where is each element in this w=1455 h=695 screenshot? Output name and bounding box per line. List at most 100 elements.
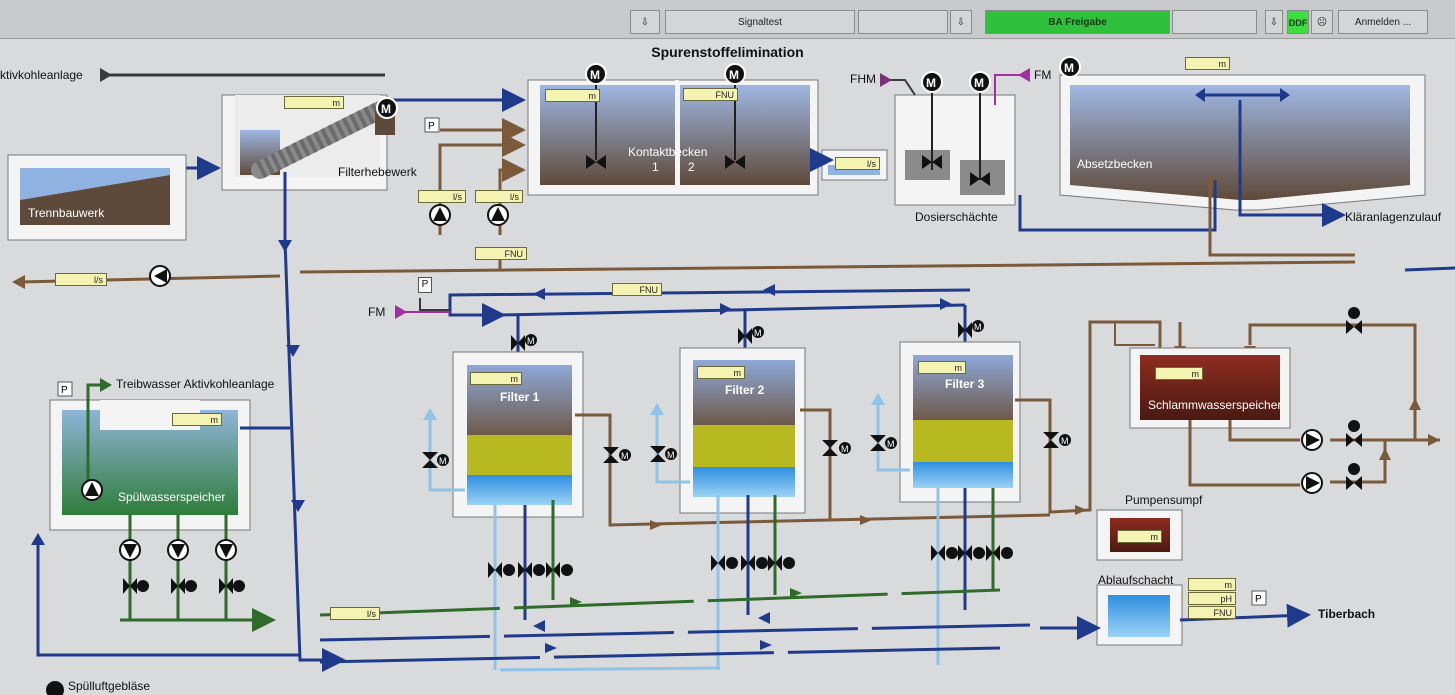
schlamm-pump-2-icon[interactable] xyxy=(1301,472,1323,494)
arrow-down-icon-2[interactable]: ⇩ xyxy=(1265,10,1283,34)
label-fm-mid: FM xyxy=(368,305,386,319)
label-fm-top: FM xyxy=(1034,68,1052,82)
spuel-pump-3-icon[interactable] xyxy=(215,539,237,561)
svg-text:M: M xyxy=(621,451,629,461)
motor-dosier-1-icon[interactable]: M xyxy=(921,71,943,93)
tank-filterhebewerk: P xyxy=(221,94,440,191)
valve-cluster-filter-1[interactable] xyxy=(488,562,573,578)
pipe-brown-absetz xyxy=(1208,180,1355,257)
pressure-sensor-mid[interactable]: P xyxy=(418,277,432,293)
field-filter2-level[interactable]: m xyxy=(697,366,745,379)
label-pumpensumpf: Pumpensumpf xyxy=(1125,493,1203,507)
svg-text:M: M xyxy=(841,444,849,454)
signal-test-button[interactable]: Signaltest xyxy=(665,10,855,34)
svg-text:M: M xyxy=(926,76,936,90)
label-spuelluftgeblaese: Spülluftgebläse xyxy=(68,679,151,693)
motor-dosier-2-icon[interactable]: M xyxy=(969,71,991,93)
pipe-brown-return xyxy=(299,260,1356,274)
nav-down-button[interactable]: ⇩ xyxy=(630,10,660,34)
sad-face-icon[interactable]: ☹ xyxy=(1311,10,1333,34)
anmelden-button[interactable]: Anmelden ... xyxy=(1338,10,1428,34)
page-title: Spurenstoffelimination xyxy=(651,44,804,60)
field-filter3-level[interactable]: m xyxy=(918,361,966,374)
svg-text:M: M xyxy=(974,322,982,332)
valve-filter-2-vent[interactable]: M xyxy=(650,446,677,462)
field-filter1-level[interactable]: m xyxy=(470,372,522,385)
field-fnu-line[interactable]: FNU xyxy=(612,283,662,296)
motor-kontakt-1-icon[interactable]: M xyxy=(585,63,607,85)
field-filterhebewerk-level[interactable]: m xyxy=(284,96,344,109)
valve-filter-1-drain[interactable]: M xyxy=(603,447,631,463)
field-bottom-flow[interactable]: l/s xyxy=(330,607,380,620)
toolbar-empty-slot-2[interactable] xyxy=(1172,10,1257,34)
valve-filter-3-vent[interactable]: M xyxy=(870,435,897,451)
valve-filter-3-drain[interactable]: M xyxy=(1043,432,1071,448)
field-ablauf-m[interactable]: m xyxy=(1188,578,1236,591)
label-aktivkohleanlage: ktivkohleanlage xyxy=(0,68,83,82)
valve-cluster-filter-3[interactable] xyxy=(931,545,1013,561)
ba-freigabe-button[interactable]: BA Freigabe xyxy=(985,10,1170,34)
motor-kontakt-2-icon[interactable]: M xyxy=(724,63,746,85)
toolbar-empty-slot[interactable] xyxy=(858,10,948,34)
valve-filter-3-inlet[interactable]: M xyxy=(958,320,984,338)
field-pump2-flow[interactable]: l/s xyxy=(475,190,523,203)
pump-1-icon[interactable] xyxy=(429,204,451,226)
blower-icon[interactable] xyxy=(46,681,64,695)
label-kontaktbecken: Kontaktbecken xyxy=(628,145,708,159)
svg-text:M: M xyxy=(1061,436,1069,446)
motor-absetz-icon[interactable]: M xyxy=(1059,56,1081,78)
label-absetzbecken: Absetzbecken xyxy=(1077,157,1153,171)
ddf-button[interactable]: DDF xyxy=(1287,10,1309,34)
tank-filter-1 xyxy=(452,351,584,518)
valve-cluster-filter-2[interactable] xyxy=(711,555,795,571)
schlamm-pump-1-icon[interactable] xyxy=(1301,429,1323,451)
field-kontakt1-level[interactable]: m xyxy=(545,89,600,102)
svg-text:M: M xyxy=(1064,61,1074,75)
spuel-pump-2-icon[interactable] xyxy=(167,539,189,561)
pipe-absetz-inlet xyxy=(1018,180,1217,232)
svg-text:M: M xyxy=(729,68,739,82)
schlamm-valves[interactable] xyxy=(1346,307,1362,490)
pump-left-icon[interactable] xyxy=(149,265,171,287)
field-pump1-flow[interactable]: l/s xyxy=(418,190,466,203)
spuel-valves[interactable] xyxy=(123,578,245,594)
label-dosierschaechte: Dosierschächte xyxy=(915,210,998,224)
field-schlamm-level[interactable]: m xyxy=(1155,367,1203,380)
svg-text:M: M xyxy=(887,439,895,449)
label-filter-3: Filter 3 xyxy=(945,377,985,391)
valve-filter-1-vent[interactable]: M xyxy=(422,452,449,468)
label-spuelwasserspeicher: Spülwasserspeicher xyxy=(118,490,226,504)
field-left-flow[interactable]: l/s xyxy=(55,273,107,286)
tank-spuelwasserspeicher: P xyxy=(49,378,251,531)
field-dosier-flow[interactable]: l/s xyxy=(835,157,880,170)
field-ablauf-ph[interactable]: pH xyxy=(1188,592,1236,605)
svg-text:M: M xyxy=(590,68,600,82)
tank-dosierschaechte xyxy=(880,68,1030,206)
valve-filter-2-inlet[interactable]: M xyxy=(738,326,764,344)
svg-text:M: M xyxy=(974,76,984,90)
valve-filter-2-drain[interactable]: M xyxy=(822,440,851,456)
svg-text:M: M xyxy=(667,450,675,460)
field-fnu-mid[interactable]: FNU xyxy=(475,247,527,260)
pump-2-icon[interactable] xyxy=(487,204,509,226)
tank-trennbauwerk xyxy=(7,154,187,241)
pressure-sensor-label: P xyxy=(428,121,435,132)
label-filter-1: Filter 1 xyxy=(500,390,540,404)
pump-spuel-icon[interactable] xyxy=(81,479,103,501)
spuel-pump-1-icon[interactable] xyxy=(119,539,141,561)
svg-text:M: M xyxy=(439,456,447,466)
tank-absetzbecken xyxy=(1059,74,1426,211)
field-sumpf-level[interactable]: m xyxy=(1117,530,1162,543)
field-kontakt2-fnu[interactable]: FNU xyxy=(683,88,738,101)
motor-filterhebewerk-icon[interactable]: M xyxy=(376,97,398,119)
svg-text:M: M xyxy=(754,328,762,338)
label-filterhebewerk: Filterhebewerk xyxy=(338,165,417,179)
arrow-down-icon[interactable]: ⇩ xyxy=(950,10,972,34)
field-spuel-level[interactable]: m xyxy=(172,413,222,426)
field-ablauf-fnu[interactable]: FNU xyxy=(1188,606,1236,619)
valve-filter-1-inlet[interactable]: M xyxy=(511,334,537,351)
label-tiberbach: Tiberbach xyxy=(1318,607,1376,621)
label-kontakt-1: 1 xyxy=(652,160,659,174)
pipe-klaeranlage xyxy=(1238,100,1346,227)
field-absetz-level[interactable]: m xyxy=(1185,57,1230,70)
